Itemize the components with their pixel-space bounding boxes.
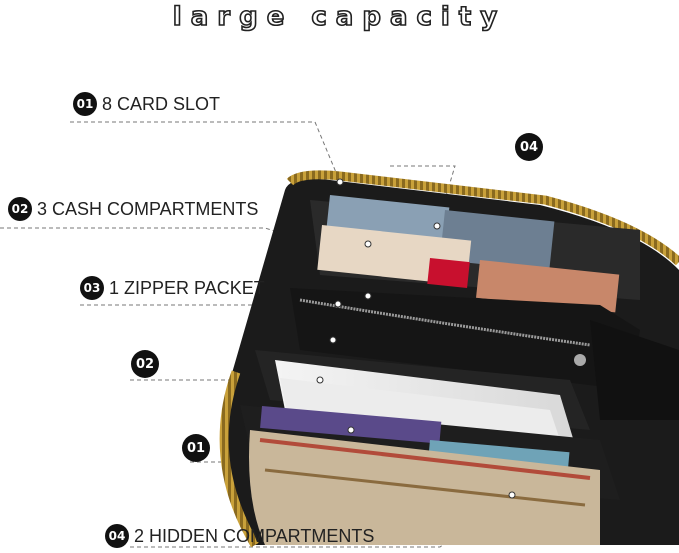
badge-01: 01 [73,92,97,116]
callout-hidden-compartments: 04 2 HIDDEN COMPARTMENTS [105,524,374,548]
callout-text: 8 CARD SLOT [102,93,221,114]
callout-text: 2 HIDDEN COMPARTMENTS [134,525,375,546]
badge-02: 02 [8,197,32,221]
zipper-bottom [219,370,259,548]
marker-02-middle: 02 [131,350,159,378]
side-gusset [590,320,679,420]
badge-01-solo: 01 [182,434,210,462]
badge-04: 04 [105,524,129,548]
card-4 [476,259,620,313]
card-logo [427,258,470,289]
zipper-pull [574,354,586,366]
zipper-top [286,170,679,266]
badge-03: 03 [80,276,104,300]
callout-text: 3 CASH COMPARTMENTS [37,198,259,219]
marker-01-lower: 01 [182,434,210,462]
badge-02-solo: 02 [131,350,159,378]
callout-zipper-packet: 03 1 ZIPPER PACKET [80,276,265,300]
marker-04-top: 04 [515,133,543,161]
badge-04-solo: 04 [515,133,543,161]
callout-card-slot: 01 8 CARD SLOT [73,92,220,116]
callout-text: 1 ZIPPER PACKET [109,277,265,298]
front-card-purple [260,405,442,444]
marker-dots [316,178,516,499]
page-title: large capacity [172,1,507,33]
callout-cash-compartments: 02 3 CASH COMPARTMENTS [8,197,258,221]
